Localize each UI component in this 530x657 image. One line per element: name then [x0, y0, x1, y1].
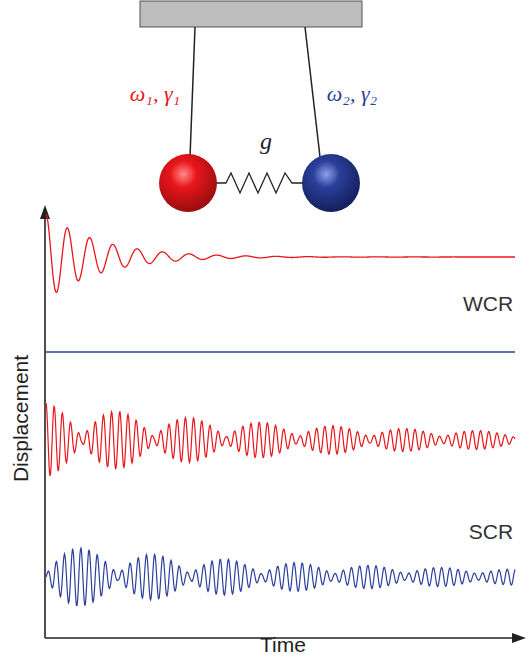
blue-mass: [302, 154, 360, 212]
regime-label: SCR: [469, 521, 513, 542]
red-mass: [159, 154, 217, 212]
blue-trace: [45, 351, 515, 352]
axis-title: Time: [260, 634, 306, 655]
coupling-label: g: [260, 129, 272, 153]
ceiling: [140, 1, 362, 27]
red-trace: [46, 403, 515, 476]
y-axis: [44, 215, 46, 638]
spring: [216, 173, 304, 193]
axis-arrow: [512, 633, 526, 643]
axis-title: Displacement: [11, 354, 32, 481]
string: [305, 27, 320, 157]
string: [190, 27, 195, 157]
axis-arrow: [40, 205, 50, 219]
param-label: ω₁, γ₁: [130, 83, 181, 105]
blue-trace: [46, 548, 515, 606]
regime-label: WCR: [463, 293, 513, 314]
param-label: ω₂, γ₂: [327, 83, 378, 105]
red-trace: [46, 214, 515, 293]
